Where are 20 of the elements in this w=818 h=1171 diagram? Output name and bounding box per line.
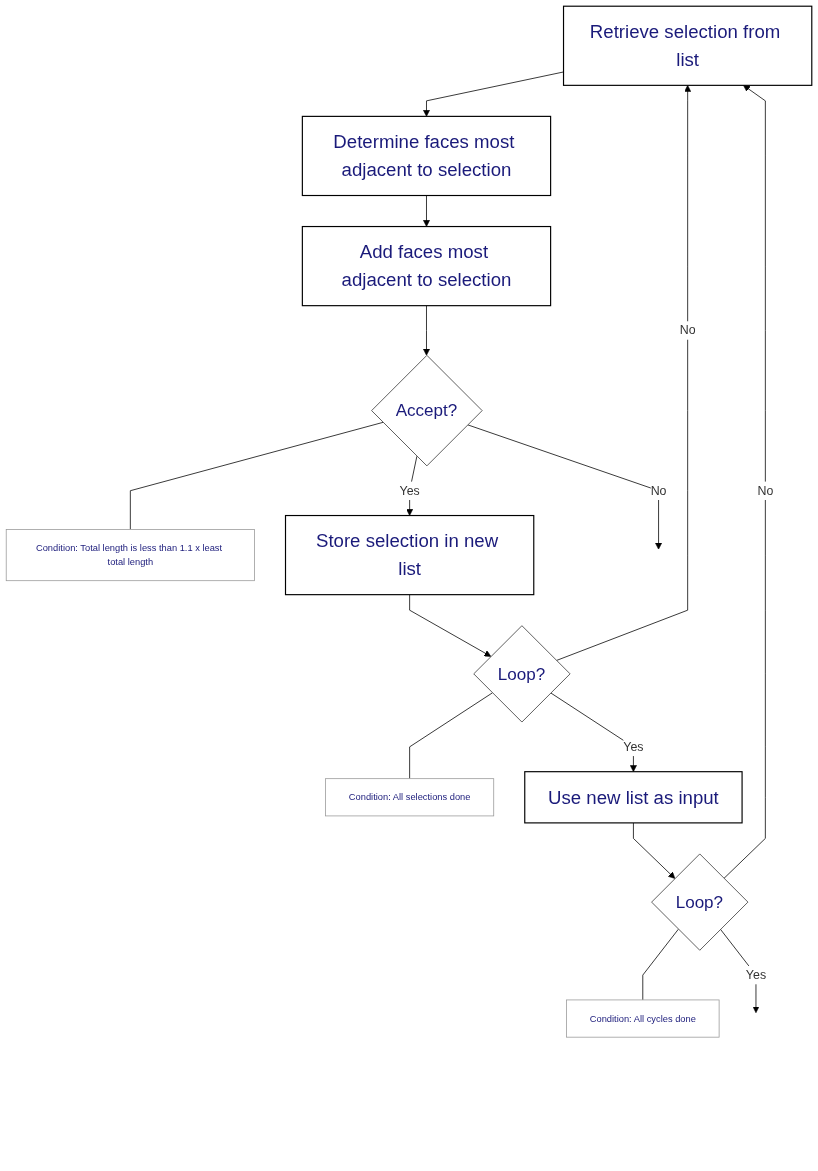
node-box: Retrieve selection from list	[562, 5, 813, 86]
node-box: Determine faces most adjacent to selection	[301, 115, 552, 197]
node-box: Add faces most adjacent to selection	[301, 225, 552, 307]
node-box: Condition: Total length is less than 1.1 x least total length	[5, 529, 255, 582]
node-diamond: Loop?	[473, 625, 571, 723]
node-box: Condition: All cycles done	[566, 999, 720, 1038]
edge-label: Yes	[623, 739, 644, 754]
node-diamond: Loop?	[651, 853, 749, 951]
edge-label: No	[679, 323, 696, 337]
node-box: Store selection in new list	[284, 514, 535, 596]
edge-label: Yes	[399, 483, 420, 497]
node-diamond: Accept?	[371, 354, 483, 467]
node-box: Condition: All selections done	[325, 778, 495, 817]
connector	[129, 422, 384, 530]
connector	[642, 928, 679, 1001]
node-box: Use new list as input	[524, 771, 743, 824]
connector	[409, 692, 493, 780]
edge-label: Yes	[745, 968, 767, 982]
edge-label: No	[650, 483, 667, 497]
edge-label: No	[757, 483, 774, 497]
